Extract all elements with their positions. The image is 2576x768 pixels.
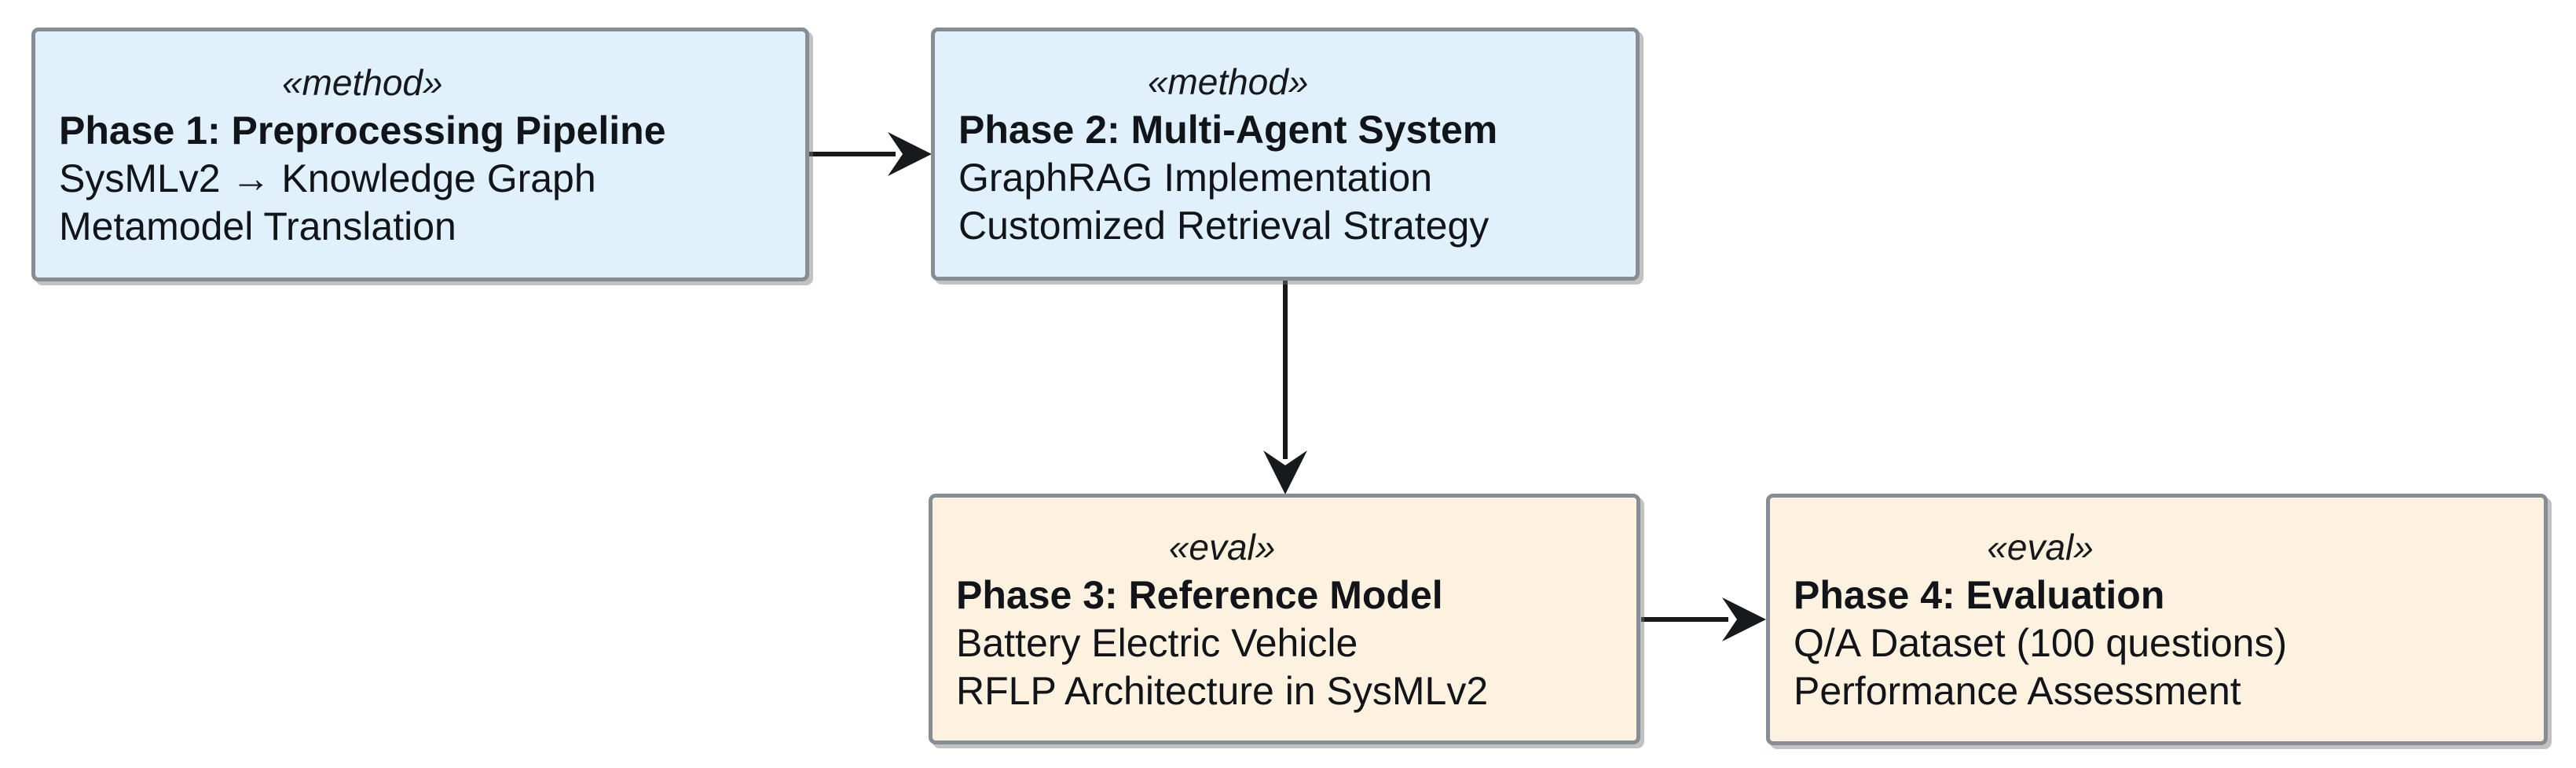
node-phase3-title: Phase 3: Reference Model bbox=[956, 572, 1443, 617]
node-phase1: «method» Phase 1: Preprocessing Pipeline… bbox=[31, 28, 809, 281]
node-phase1-content: «method» Phase 1: Preprocessing Pipeline… bbox=[59, 59, 666, 251]
node-phase2: «method» Phase 2: Multi-Agent System Gra… bbox=[931, 28, 1640, 281]
node-phase1-line1: SysMLv2 → Knowledge Graph bbox=[59, 156, 596, 200]
node-phase3-content: «eval» Phase 3: Reference Model Battery … bbox=[956, 524, 1488, 715]
node-phase2-stereotype: «method» bbox=[1147, 61, 1309, 102]
node-phase1-line2: Metamodel Translation bbox=[59, 204, 456, 248]
node-phase4-line1: Q/A Dataset (100 questions) bbox=[1794, 621, 2288, 665]
node-phase1-stereotype: «method» bbox=[281, 61, 443, 103]
node-phase3-line1: Battery Electric Vehicle bbox=[956, 620, 1358, 665]
node-phase3-line2: RFLP Architecture in SysMLv2 bbox=[956, 668, 1489, 713]
node-phase2-title: Phase 2: Multi-Agent System bbox=[958, 108, 1498, 152]
node-phase4-line2: Performance Assessment bbox=[1794, 669, 2241, 713]
node-phase1-title: Phase 1: Preprocessing Pipeline bbox=[59, 108, 666, 152]
edge-phase3-phase4 bbox=[1641, 597, 1766, 641]
node-phase4-title: Phase 4: Evaluation bbox=[1794, 573, 2165, 617]
edge-phase1-phase2 bbox=[809, 132, 932, 176]
node-phase2-line2: Customized Retrieval Strategy bbox=[958, 204, 1490, 248]
node-phase4-stereotype: «eval» bbox=[1987, 527, 2094, 568]
edge-phase2-phase3 bbox=[1263, 281, 1307, 494]
node-phase2-line1: GraphRAG Implementation bbox=[958, 156, 1433, 200]
node-phase4-content: «eval» Phase 4: Evaluation Q/A Dataset (… bbox=[1794, 524, 2287, 715]
node-phase3-stereotype: «eval» bbox=[1168, 526, 1276, 568]
node-phase4: «eval» Phase 4: Evaluation Q/A Dataset (… bbox=[1766, 494, 2548, 745]
node-phase3: «eval» Phase 3: Reference Model Battery … bbox=[929, 494, 1640, 744]
node-phase2-content: «method» Phase 2: Multi-Agent System Gra… bbox=[958, 58, 1497, 250]
